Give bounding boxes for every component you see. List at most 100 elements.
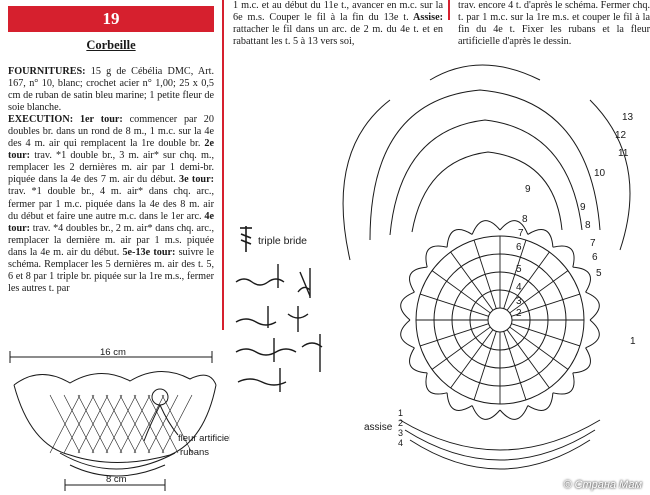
column2-text-b: rattacher le fil dans un arc. de 2 m. du…: [233, 24, 443, 48]
pattern-title: Corbeille: [86, 38, 136, 52]
chart-scallop: [585, 291, 600, 321]
tour4-label: 4e tour:: [8, 210, 214, 234]
round-label: 5: [516, 264, 522, 275]
lattice-line: [77, 394, 109, 454]
chart-spoke: [450, 329, 494, 389]
lattice-line: [147, 394, 179, 454]
round-label: 4: [516, 282, 522, 293]
chart-scallop: [409, 347, 428, 374]
assise-round-label: 4: [398, 438, 403, 448]
chart-scallop: [572, 347, 591, 374]
chart-spoke: [431, 270, 491, 314]
chart-scallop: [471, 405, 501, 420]
instructions-column-1: FOURNITURES: 15 g de Cébélia DMC, Art. 1…: [8, 66, 214, 295]
fournitures-label: FOURNITURES:: [8, 66, 86, 77]
chart-scallop: [425, 372, 448, 395]
tour5-text: suivre le schéma. Remplacer les 5 derniè…: [8, 246, 214, 294]
chart-scallop: [400, 319, 415, 349]
assise-round-label: 1: [398, 408, 403, 418]
lattice-line: [91, 394, 123, 454]
tour1-label: 1er tour:: [73, 114, 123, 126]
lattice-line: [105, 394, 137, 454]
stitch-step-illustrations: [235, 264, 323, 392]
tour2-text: trav. *1 double br., 3 m. air* sur chq. …: [8, 150, 214, 186]
fournitures-text: 15 g de Cébélia DMC, Art. 167, n° 10, bl…: [8, 66, 214, 114]
tour2-label: 2e tour:: [8, 138, 215, 162]
tour3-label: 3e tour:: [175, 174, 214, 186]
chart-spoke: [511, 293, 581, 317]
chart-spoke: [506, 251, 550, 311]
basket-body: [13, 384, 217, 463]
chart-scallop: [552, 245, 575, 268]
basket-illustration: 16 cm 8 cm fleur artificielle rubans: [9, 347, 230, 491]
round-label: 8: [522, 214, 528, 225]
column-divider-left: [222, 0, 224, 330]
round-label: 3: [516, 296, 522, 307]
chart-spokes: [416, 236, 584, 404]
column-divider-right: [448, 0, 450, 20]
pattern-number: 19: [8, 6, 214, 32]
round-label: 13: [622, 112, 634, 123]
ribbons-label: rubans: [180, 447, 209, 458]
chart-spoke: [419, 293, 489, 317]
column3-text: trav. encore 4 t. d'après le schéma. Fer…: [458, 0, 650, 48]
chart-upper-petals: [342, 64, 631, 261]
chart-scallop: [499, 405, 529, 420]
round-label: 10: [594, 168, 606, 179]
chart-spoke: [473, 239, 497, 309]
round-label: 1: [630, 336, 636, 347]
assise-label: Assise:: [408, 12, 443, 24]
basket-rim: [13, 370, 217, 386]
column2-text-a: 1 m.c. et au début du 11e t., avancer en…: [233, 0, 443, 24]
round-label: 12: [615, 130, 627, 141]
round-label: 6: [516, 242, 522, 253]
execution-label: EXECUTION:: [8, 114, 74, 126]
chart-spoke: [506, 329, 550, 389]
chart-scallop: [499, 220, 529, 235]
chart-spoke: [431, 326, 491, 370]
chart-scallop: [409, 266, 428, 293]
round-label: 2: [516, 308, 522, 319]
assise-round-label: 3: [398, 428, 403, 438]
tour3-text: trav. *1 double br., 4 m. air* dans chq.…: [8, 186, 214, 222]
chart-spoke: [450, 251, 494, 311]
tour5-label: 5e-13e tour:: [119, 246, 176, 258]
round-label: 6: [592, 252, 598, 263]
instructions-column-2: 1 m.c. et au début du 11e t., avancer en…: [233, 0, 443, 48]
chart-scallop: [446, 229, 473, 248]
chart-scallops: [400, 220, 600, 420]
round-label: 11: [618, 148, 629, 159]
crochet-chart: 9 8 7 6 5 4 3 2 1 12 11 13 10 9 8 7 6 5 …: [342, 64, 636, 470]
chart-bottom-fringe: [399, 419, 601, 470]
stitch-legend: triple bride: [235, 226, 323, 392]
chart-spoke: [473, 331, 497, 401]
chart-spoke: [503, 239, 527, 309]
basket-lattice: [49, 394, 193, 454]
chart-spoke: [419, 323, 489, 347]
chart-spoke: [503, 331, 527, 401]
round-label: 9: [580, 202, 586, 213]
chart-scallop: [446, 392, 473, 411]
legend-triple-bride-label: triple bride: [258, 235, 307, 247]
lattice-line: [161, 394, 193, 454]
round-label: 5: [596, 268, 602, 279]
tour1-text: commencer par 20 doubles br. dans un ron…: [8, 114, 214, 150]
chart-spoke: [509, 270, 569, 314]
chart-scallop: [585, 319, 600, 349]
lattice-line: [63, 394, 95, 454]
chart-scallop: [400, 291, 415, 321]
round-label: 8: [585, 220, 591, 231]
chart-scallop: [527, 229, 554, 248]
chart-spoke: [511, 323, 581, 347]
chart-round-labels: 9 8 7 6 5 4 3 2 1 12 11 13 10 9 8 7 6 5: [516, 112, 636, 347]
chart-scallop: [527, 392, 554, 411]
instructions-column-3: trav. encore 4 t. d'après le schéma. Fer…: [458, 0, 650, 48]
chart-scallop: [552, 372, 575, 395]
base-width-label: 8 cm: [106, 474, 127, 485]
flower-label: fleur artificielle: [178, 433, 230, 444]
triple-bride-symbol: [240, 226, 252, 252]
assise-round-label: 2: [398, 418, 403, 428]
chart-scallop: [471, 220, 501, 235]
round-label: 7: [590, 238, 596, 249]
lattice-line: [119, 394, 151, 454]
